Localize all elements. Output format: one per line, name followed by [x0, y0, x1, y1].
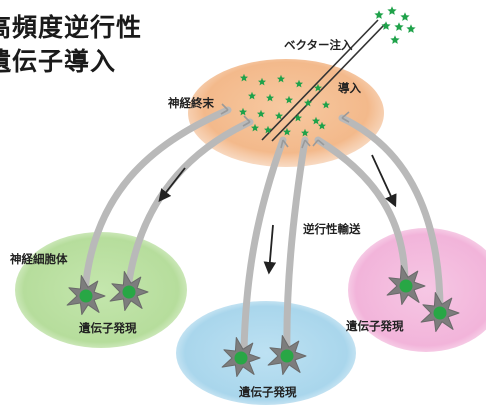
vector-particle-stars-terminal-11	[257, 109, 265, 118]
vector-particle-stars-terminal-16	[283, 127, 291, 136]
vector-particle-stars-terminal-6	[266, 93, 274, 102]
neuron-nucleus-right-2	[433, 306, 447, 320]
terminal-tip-1	[220, 103, 229, 115]
vector-particle-stars-terminal-8	[304, 98, 312, 107]
injection-needle-left	[261, 19, 379, 141]
retrograde-transport-label: 逆行性輸送	[303, 222, 361, 236]
vector-particle-stars-vector-3	[381, 21, 391, 30]
vector-particle-stars-terminal-2	[277, 74, 285, 83]
left-cell-region	[15, 232, 187, 348]
neuron-soma-center-2	[267, 335, 307, 375]
neuron-nucleus-left-1	[79, 289, 93, 303]
vector-particle-stars-terminal-14	[312, 116, 320, 125]
vector-injection-label: ベクター注入	[284, 38, 353, 52]
gene-expression-left-label: 遺伝子発現	[79, 321, 137, 335]
transport-arrow-right	[371, 154, 397, 208]
right-cell-region	[348, 228, 486, 352]
vector-particle-stars-vector-2	[400, 12, 410, 21]
vector-particle-stars-terminal-0	[240, 73, 248, 82]
vector-particle-stars-terminal-9	[322, 100, 330, 109]
axon-left-outer	[81, 106, 232, 294]
axon-right-outer	[338, 114, 444, 314]
transport-arrow-center	[263, 224, 277, 275]
gene-expression-center-label: 遺伝子発現	[239, 385, 297, 399]
vector-particles	[374, 6, 416, 44]
vector-particle-stars-terminal-5	[248, 91, 256, 100]
vector-particle-stars-terminal-4	[314, 83, 322, 92]
neuron-nucleus-left-2	[122, 285, 136, 299]
gene-expression-right-label: 遺伝子発現	[346, 319, 404, 333]
vector-particle-stars-terminal-13	[294, 113, 302, 122]
neuron-nucleus-right-1	[399, 279, 413, 293]
center-cell-region	[176, 301, 356, 405]
injection-needle-right	[271, 23, 386, 142]
neuron-soma-left-1	[66, 275, 106, 315]
terminal-tip-2	[242, 115, 251, 127]
neuron-soma-right-2	[420, 292, 460, 332]
vector-particle-stars-vector-6	[390, 35, 400, 44]
axon-center-right	[283, 136, 309, 356]
neuron-soma-left-2	[109, 271, 149, 311]
vector-particle-stars-terminal-18	[318, 121, 326, 130]
vector-particle-stars-terminal-17	[301, 128, 309, 137]
vector-particle-stars-vector-5	[406, 24, 416, 33]
terminal-tip-4	[301, 139, 311, 149]
neuron-nucleus-center-1	[234, 351, 248, 365]
vector-particle-stars-terminal-3	[295, 79, 303, 88]
terminal-tip-6	[341, 111, 350, 123]
injection-label: 導入	[338, 81, 361, 95]
vector-particle-stars-vector-4	[394, 22, 404, 31]
title-line-1: 高頻度逆行性	[0, 13, 143, 42]
axon-center-left	[240, 136, 287, 354]
vector-particle-stars-terminal-1	[258, 77, 266, 86]
title-line-2: 遺伝子導入	[0, 47, 117, 76]
terminal-tip-5	[312, 139, 325, 147]
axon-left-inner	[124, 118, 254, 292]
neuron-cell-body-label: 神経細胞体	[10, 252, 68, 266]
neuron-cell-bodies	[66, 265, 460, 377]
vector-particle-stars-vector-0	[374, 10, 384, 19]
nerve-terminal-label: 神経終末	[168, 96, 214, 110]
vector-particle-stars-terminal-15	[264, 125, 272, 134]
terminal-tip-3	[280, 139, 289, 149]
neuron-nucleus-center-2	[280, 349, 294, 363]
vector-particle-stars-terminal-7	[285, 95, 293, 104]
nerve-terminal-region	[188, 59, 384, 167]
injected-vector-particles	[239, 73, 330, 137]
vector-particle-stars-terminal-19	[251, 123, 259, 132]
axon-right-inner	[314, 136, 409, 287]
vector-particle-stars-vector-1	[387, 6, 397, 15]
transport-arrow-left	[158, 167, 186, 202]
neuron-soma-center-1	[221, 337, 261, 377]
neuron-soma-right-1	[386, 265, 426, 305]
vector-particle-stars-terminal-12	[275, 111, 283, 120]
vector-particle-stars-terminal-10	[239, 107, 247, 116]
